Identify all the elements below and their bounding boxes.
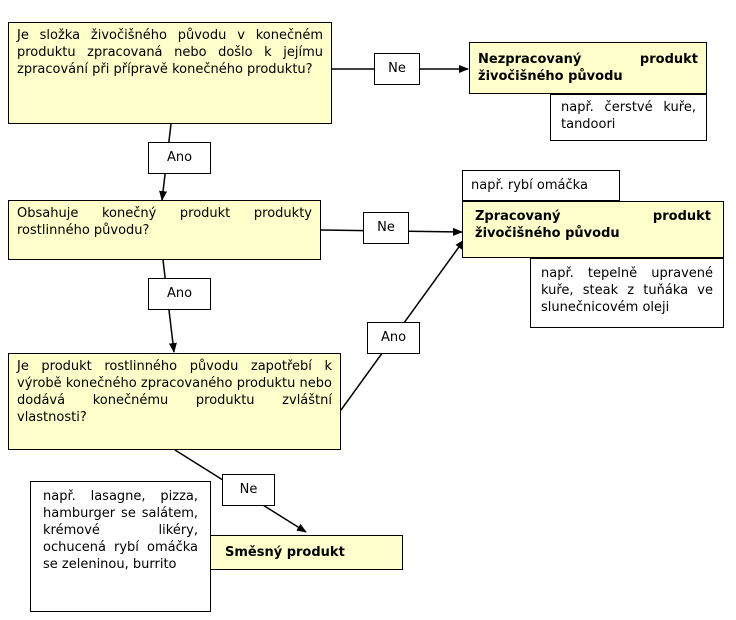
label-ano-q1: Ano	[148, 142, 211, 174]
result-unprocessed-box: Nezpracovaný produkt živočišného původu	[469, 42, 707, 94]
label-ne-q2: Ne	[363, 212, 409, 244]
label-ano-q2-text: Ano	[166, 286, 193, 301]
result-processed-box: Zpracovaný produkt živočišného původu	[462, 201, 724, 258]
example-composite-box: např. lasagne, pizza, hamburger se salát…	[30, 481, 211, 612]
result-composite-box: Směsný produkt	[210, 535, 403, 570]
label-ne-q2-text: Ne	[377, 220, 395, 235]
label-ne-q1: Ne	[374, 53, 420, 85]
example-processed-top-box: např. rybí omáčka	[462, 170, 620, 201]
example-unprocessed-box: např. čerstvé kuře, tandoori	[550, 94, 707, 141]
result-processed-text: Zpracovaný produkt živočišného původu	[475, 209, 711, 241]
question-2-box: Obsahuje konečný produkt produkty rostli…	[8, 200, 321, 260]
example-processed-bottom-box: např. tepelně upravené kuře, steak z tuň…	[530, 258, 724, 328]
question-1-box: Je složka živočišného původu v konečném …	[8, 22, 332, 124]
example-unprocessed-text: např. čerstvé kuře, tandoori	[561, 100, 696, 132]
label-ne-q3-text: Ne	[239, 482, 258, 497]
result-composite-text: Směsný produkt	[225, 545, 345, 560]
example-processed-bottom-text: např. tepelně upravené kuře, steak z tuň…	[541, 266, 713, 315]
label-ano-q3-text: Ano	[380, 330, 407, 345]
result-unprocessed-text: Nezpracovaný produkt živočišného původu	[478, 52, 698, 84]
label-ano-q3: Ano	[367, 322, 420, 354]
question-3-text: Je produkt rostlinného původu zapotřebí …	[17, 359, 332, 425]
example-composite-text: např. lasagne, pizza, hamburger se salát…	[43, 489, 198, 572]
label-ano-q1-text: Ano	[166, 150, 193, 165]
example-processed-top-text: např. rybí omáčka	[471, 178, 588, 193]
label-ne-q3: Ne	[222, 474, 275, 506]
question-3-box: Je produkt rostlinného původu zapotřebí …	[8, 353, 341, 450]
question-1-text: Je složka živočišného původu v konečném …	[17, 28, 323, 77]
question-2-text: Obsahuje konečný produkt produkty rostli…	[17, 206, 312, 238]
label-ano-q2: Ano	[148, 278, 211, 310]
label-ne-q1-text: Ne	[388, 61, 406, 76]
